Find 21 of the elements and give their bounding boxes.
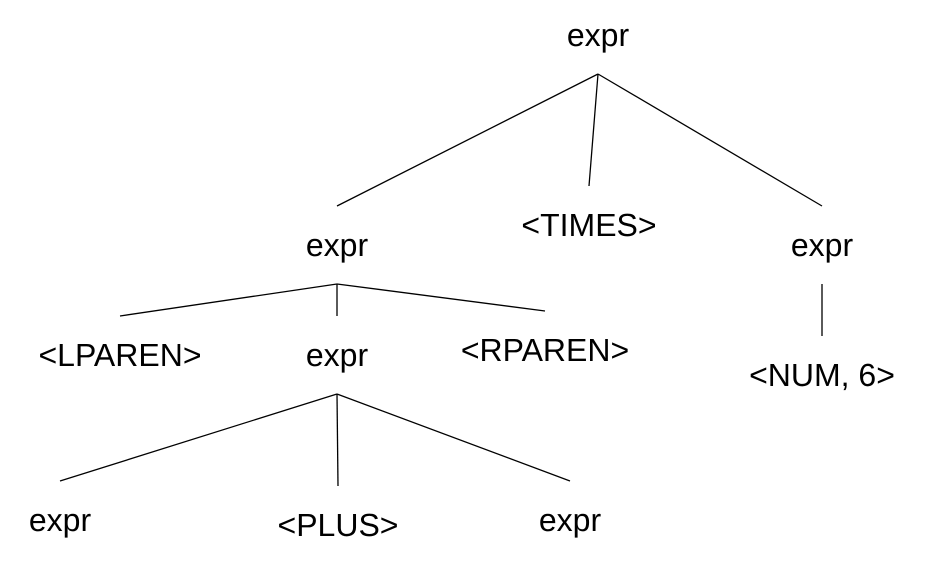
tree-node-label: <TIMES> <box>521 206 657 244</box>
tree-branch-line <box>60 393 338 482</box>
tree-branch-line <box>598 73 822 207</box>
tree-node-label: expr <box>306 226 368 264</box>
tree-branch-line <box>120 283 338 317</box>
tree-node-label: expr <box>538 501 602 539</box>
tree-node-label: <NUM, 6> <box>749 356 895 394</box>
tree-branch-line <box>336 284 338 316</box>
tree-branch-line <box>821 284 823 336</box>
tree-branch-line <box>336 393 570 482</box>
tree-node-label: <LPAREN> <box>38 336 202 374</box>
tree-node-label: expr <box>566 16 630 54</box>
tree-branch-line <box>336 283 546 312</box>
tree-node-label: <RPAREN> <box>460 331 630 369</box>
tree-node-label: expr <box>790 226 854 264</box>
tree-node-label: expr <box>306 336 368 374</box>
tree-branch-line <box>336 73 598 207</box>
tree-node-label: <PLUS> <box>278 506 398 544</box>
tree-node-label: expr <box>28 501 92 539</box>
tree-branch-line <box>336 394 339 486</box>
tree-branch-line <box>588 74 599 186</box>
